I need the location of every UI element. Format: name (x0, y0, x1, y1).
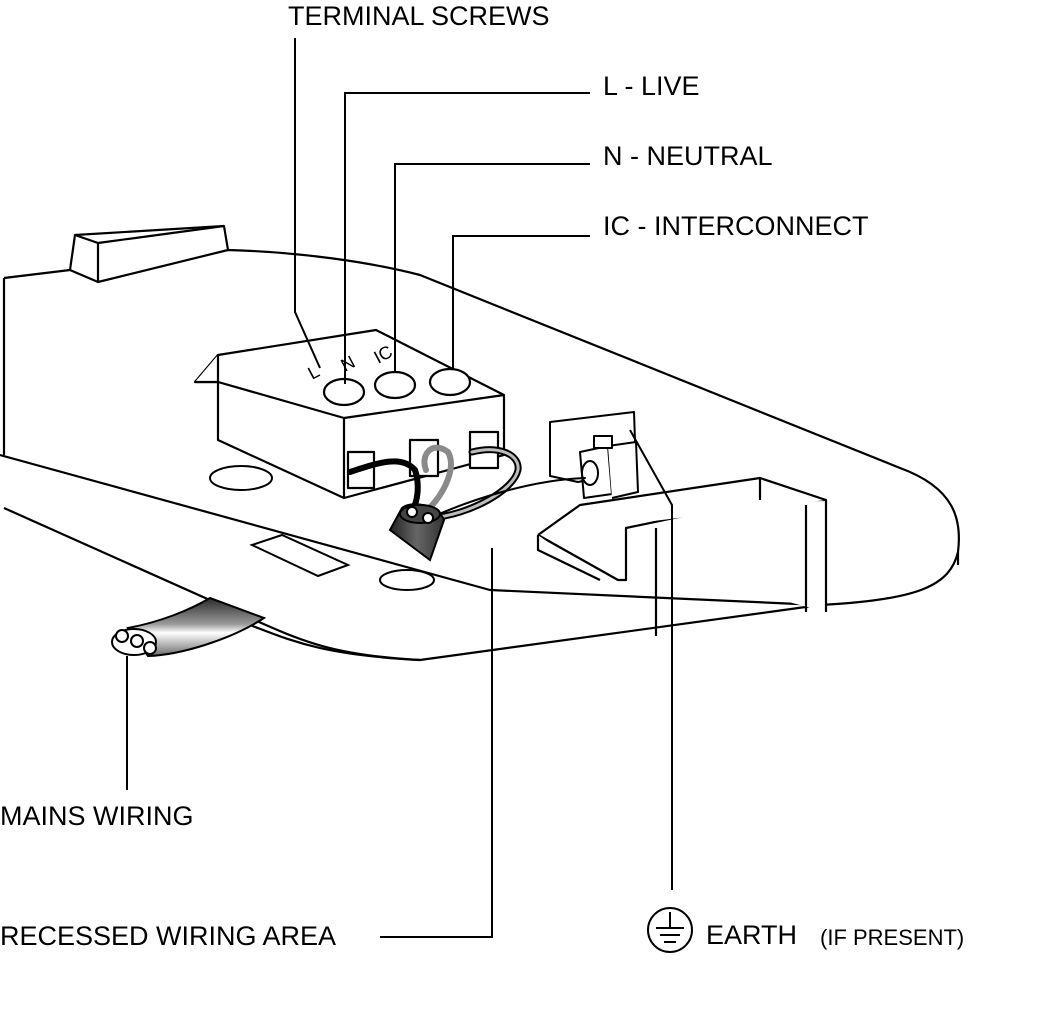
label-earth-note: (IF PRESENT) (820, 925, 965, 950)
leader-neutral (394, 163, 590, 372)
cable-sleeve (388, 503, 446, 562)
leader-earth (629, 429, 673, 890)
leader-lines (126, 38, 673, 938)
earth-ground-icon (647, 907, 693, 953)
label-recessed-wiring-area: RECESSED WIRING AREA (0, 921, 337, 951)
wires (347, 444, 586, 522)
label-earth: EARTH (706, 920, 798, 950)
base-plate (0, 248, 961, 662)
label-terminal-screws: TERMINAL SCREWS (288, 1, 550, 31)
label-neutral: N - NEUTRAL (603, 141, 773, 171)
recessed-area (536, 476, 828, 636)
leader-interconnect (452, 235, 590, 370)
mounting-holes (209, 465, 435, 591)
mains-cable (111, 596, 267, 658)
top-tab (68, 224, 230, 284)
leader-terminal-screws (294, 38, 321, 369)
earth-bracket (549, 411, 639, 499)
label-live: L - LIVE (603, 71, 700, 101)
leader-recessed-area (380, 548, 493, 938)
label-interconnect: IC - INTERCONNECT (603, 211, 869, 241)
label-mains-wiring: MAINS WIRING (0, 801, 194, 831)
leader-live (344, 92, 590, 384)
